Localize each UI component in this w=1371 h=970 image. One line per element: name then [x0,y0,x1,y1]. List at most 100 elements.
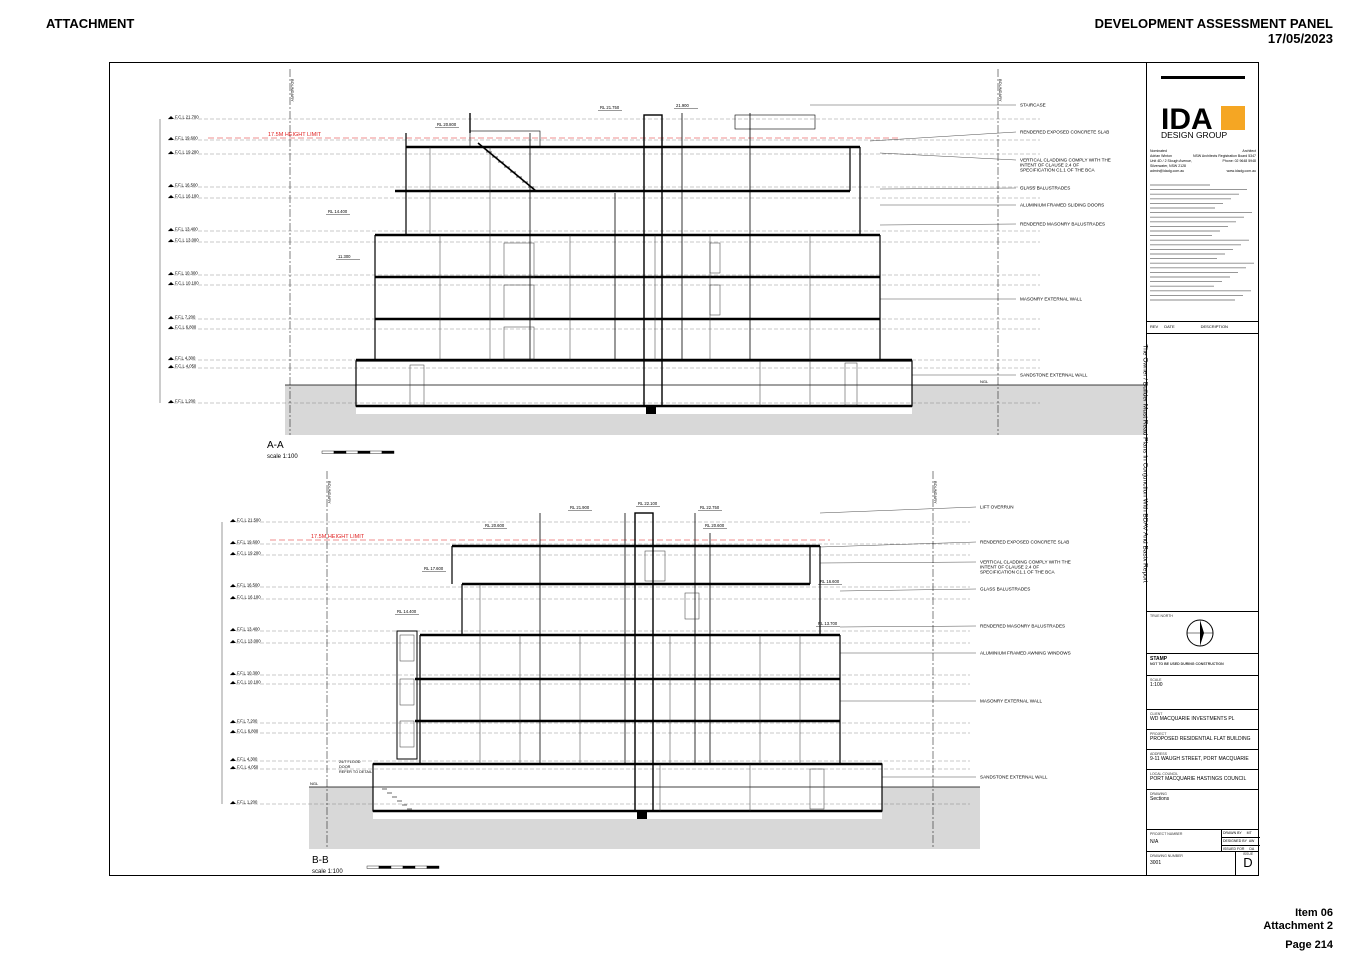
section-aa-level-marker [168,316,174,319]
section-aa-callout-leader [879,152,1017,161]
section-aa-level-label: F.F.L 7,200 [175,315,196,320]
section-aa-lift-pit [646,406,656,414]
section-bb-rl-tag: RL 13.700 [818,621,838,626]
section-bb-ngl-label: NGL [310,781,319,786]
client-value: WD MACQUARIE INVESTMENTS PL [1150,716,1235,722]
issued-for-value: DA [1249,847,1255,851]
footer-page: Page 214 [1285,939,1333,951]
rev-header-description: DESCRIPTION [1200,324,1228,329]
side-note-text: The Owner / Builder Must Read Plans In C… [1141,344,1149,583]
section-bb-level-marker [230,681,236,684]
section-aa-scale-bar [369,450,383,454]
section-aa-title: A-A [267,440,284,451]
section-aa-level-marker [168,239,174,242]
section-bb-door-note-line3: REFER TO DETAIL [339,770,372,774]
section-aa-level-marker [168,400,174,403]
north-label: TRUE NORTH [1150,614,1173,618]
section-bb-door [684,592,700,620]
drawing-number-value: 3001 [1150,860,1162,866]
email: admin@idadg.com.au [1150,169,1185,173]
footer: Item 06 Attachment 2 Page 214 [1263,907,1333,952]
section-bb-rl-tag: RL 16.600 [820,579,840,584]
section-aa-level-label: F.F.L 19,600 [175,136,198,141]
section-aa-level-marker [168,184,174,187]
address-label: ADDRESS [1150,752,1167,756]
section-bb-level-label: F.F.L 13,400 [237,627,260,632]
section-aa-callout-text: RENDERED MASONRY BALUSTRADES [1020,222,1105,227]
stamp-section: STAMP NOT TO BE USED DURING CONSTRUCTION [1147,653,1259,675]
drawn-by-label: DRAWN BY [1223,831,1242,835]
header-right: DEVELOPMENT ASSESSMENT PANEL 17/05/2023 [1095,16,1333,46]
section-aa-scale-bar [321,450,335,454]
section-bb-level-label: F.F.L 10,300 [237,671,260,676]
section-bb-callout-leader [839,625,977,628]
section-aa-callout-text: MASONRY EXTERNAL WALL [1020,297,1082,302]
notes-text-block [1150,184,1254,301]
revision-table [1147,333,1259,611]
section-bb-scale: scale 1:100 [312,869,343,875]
section-aa-rl-tag: RL 20.800 [437,122,457,127]
drawing-label: DRAWING [1150,792,1167,796]
section-aa-ngl-label: NGL [980,379,989,384]
architect-name: Adrian Winton [1150,154,1172,158]
ida-logo: IDA DESIGN GROUP [1161,76,1245,140]
section-bb-door-note-line2: DOOR [339,765,351,769]
section-bb-callout-text: GLASS BALUSTRADES [980,587,1030,592]
section-bb-level-label: F.F.L 16,500 [237,583,260,588]
section-bb-rl-tag: RL 17.600 [424,566,444,571]
project-number-section: PROJECT NUMBER N/A DRAWN BY MT DESIGNED … [1147,829,1260,852]
section-bb-rl-tag: RL 21.900 [570,505,590,510]
section-bb-door [809,768,825,810]
section-aa-boundary-label: BOUNDARY [290,79,295,102]
section-aa-callout-leader [879,187,1017,190]
section-aa-callout-text: SANDSTONE EXTERNAL WALL [1020,373,1088,378]
section-bb-callout-text: SPECIFICATION C1.1 OF THE BCA [980,570,1056,575]
section-bb-scale-bar [414,865,428,869]
section-bb-callout-text: INTENT OF CLAUSE 2.4 OF [980,565,1039,570]
section-aa-level-marker [168,272,174,275]
section-aa-level-marker [168,228,174,231]
section-bb-level-label: F.F.L 7,200 [237,719,258,724]
drawing-value: Sections [1150,796,1170,802]
section-aa-callout-text: RENDERED EXPOSED CONCRETE SLAB [1020,130,1109,135]
section-bb-door [644,550,666,582]
project-number-label: PROJECT NUMBER [1150,832,1183,836]
section-aa-callout-text: VERTICAL CLADDING COMPLY WITH THE [1020,158,1111,163]
section-bb-level-marker [230,584,236,587]
address-section: ADDRESS 9-11 WAUGH STREET, PORT MACQUARI… [1147,749,1259,769]
council-section: LOCAL COUNCIL PORT MACQUARIE HASTINGS CO… [1147,769,1259,789]
section-bb-callout-text: LIFT OVERRUN [980,505,1014,510]
section-bb-level-label: F.F.L 4,300 [237,757,258,762]
section-aa-stair-stringer [477,142,537,192]
section-aa-level-label: F.C.L 6,800 [175,325,197,330]
header-panel-title: DEVELOPMENT ASSESSMENT PANEL [1094,16,1333,31]
section-bb-level-label: F.C.L 19,200 [237,551,261,556]
project-number-value: N/A [1150,839,1159,845]
section-bb-level-marker [230,766,236,769]
section-bb-level-marker [230,672,236,675]
section-bb-scale-bar [366,865,380,869]
scale-section: SCALE 1:100 [1147,675,1259,709]
issue-label: ISSUE [1242,852,1254,856]
section-bb-scale-bar [390,865,404,869]
section-aa-level-marker [168,365,174,368]
section-aa-door [709,284,721,316]
section-aa-door [844,362,858,406]
north-section: TRUE NORTH [1147,611,1259,653]
stamp-title: STAMP [1150,656,1168,662]
section-aa-door [503,326,535,360]
section-bb-level-marker [230,552,236,555]
section-bb-callout-leader [839,588,977,592]
section-bb-door-note-line1: 24/7 FLOOD [339,760,361,764]
logo-text: IDA [1161,103,1213,136]
section-bb-rl-tag: RL 22.750 [700,505,720,510]
nominated-label: Nominated [1150,149,1167,153]
section-aa-callout-text: STAIRCASE [1020,103,1046,108]
section-aa-skylight [734,114,816,130]
section-aa-level-marker [168,357,174,360]
section-aa-door [503,242,535,278]
section-bb-level-marker [230,628,236,631]
section-bb-level-marker [230,758,236,761]
